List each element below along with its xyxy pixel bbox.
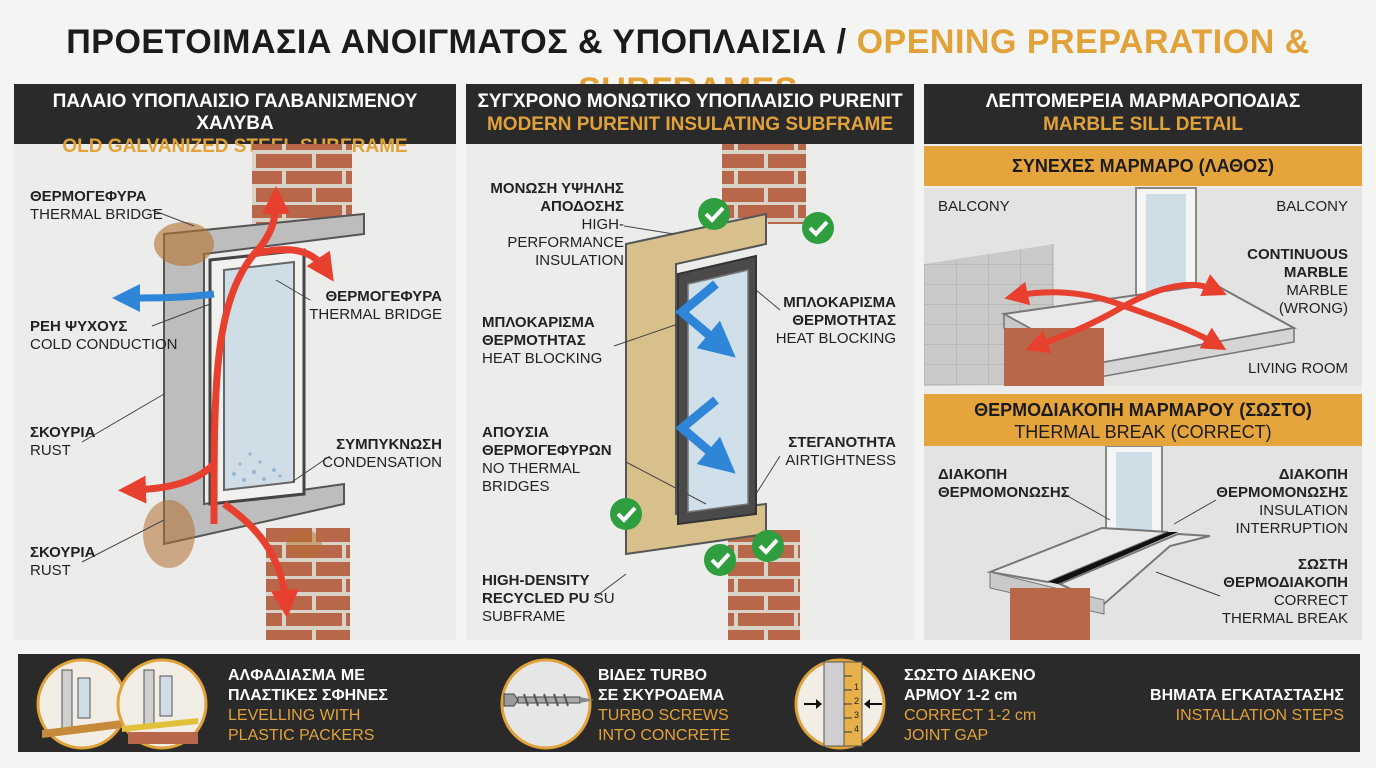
joint-gap-ruler-icon (794, 658, 886, 750)
heat-arrow-down (222, 501, 299, 618)
heat-arrow-left (118, 461, 217, 504)
label-balcony-left: BALCONY (938, 198, 1010, 215)
brick-wall-top (722, 144, 806, 224)
heat-arrow-sill-right (1122, 274, 1227, 309)
rust-stain-top (154, 222, 214, 266)
installation-steps-bar: 1 2 3 4 ΑΛΦΑΔΙΑΣΜΑ ΜΕ ΠΛΑΣΤΙΚΕΣ ΣΦΗΝΕΣ L… (18, 654, 1360, 752)
heat-arrow-up (210, 186, 290, 525)
pu-insulation-subframe (625, 212, 767, 556)
ruler-digits: 1 2 3 4 (854, 682, 860, 734)
title-greek: ΠΡΟΕΤΟΙΜΑΣΙΑ ΑΝΟΙΓΜΑΤΟΣ & ΥΠΟΠΛΑΙΣΙΑ / (66, 23, 847, 61)
marble-sill-illustration (924, 187, 1362, 640)
brick-wall-top (252, 144, 352, 224)
heat-arrow-sill-left (1004, 281, 1126, 309)
heat-blocked-arrow-2 (674, 396, 736, 474)
label-living-room: LIVING ROOM (1247, 360, 1348, 377)
panel1-header-greek: ΠΑΛΑΙΟ ΥΠΟΠΛΑΙΣΙΟ ΓΑΛΒΑΝΙΣΜΕΝΟΥ ΧΑΛΥΒΑ (52, 91, 418, 134)
heat-arrow-sill-down-left (1024, 303, 1126, 354)
panel2-header-english: MODERN PURENIT INSULATING SUBFRAME (486, 114, 894, 135)
heat-arrow-sill-down-right (1123, 303, 1227, 351)
step-turbo-screws: ΒΙΔΕΣ TURBO ΣΕ ΣΚΥΡΟΔΕΜΑ TURBO SCREWS IN… (598, 667, 731, 744)
installation-steps-icons (36, 658, 886, 750)
old-subframe-illustration (81, 144, 365, 640)
panel-marble-sill: ΛΕΠΤΟΜΕΡΕΙΑ ΜΑΡΜΑΡΟΠΟΔΙΑΣ MARBLE SILL DE… (924, 84, 1362, 640)
heat-blocked-arrow-1 (674, 280, 736, 358)
panel2-header: ΣΥΓΧΡΟΝΟ ΜΟΝΩΤΙΚΟ ΥΠΟΠΛΑΙΣΙΟ PURENIT MOD… (466, 84, 914, 144)
turbo-screw-icon (500, 658, 594, 750)
purenit-subframe-illustration (593, 144, 834, 640)
window-glass (687, 269, 749, 513)
panel-old-steel-subframe: ΠΑΛΑΙΟ ΥΠΟΠΛΑΙΣΙΟ ΓΑΛΒΑΝΙΣΜΕΝΟΥ ΧΑΛΥΒΑ O… (14, 84, 456, 640)
panel3-header: ΛΕΠΤΟΜΕΡΕΙΑ ΜΑΡΜΑΡΟΠΟΔΙΑΣ MARBLE SILL DE… (924, 84, 1362, 144)
levelling-icon (36, 658, 208, 750)
label-balcony-right: BALCONY (1276, 198, 1348, 215)
page-title: ΠΡΟΕΤΟΙΜΑΣΙΑ ΑΝΟΙΓΜΑΤΟΣ & ΥΠΟΠΛΑΙΣΙΑ / O… (0, 18, 1376, 114)
step-levelling: ΑΛΦΑΔΙΑΣΜΑ ΜΕ ΠΛΑΣΤΙΚΕΣ ΣΦΗΝΕΣ LEVELLING… (228, 667, 388, 744)
cold-arrow-left (112, 283, 215, 312)
installation-steps-title: ΒΗΜΑΤΑ ΕΓΚΑΤΑΣΤΑΣΗΣ INSTALLATION STEPS (1150, 687, 1344, 724)
rust-stain-bottom (143, 500, 195, 568)
check-icons (610, 198, 834, 576)
panel3-header-greek: ΛΕΠΤΟΜΕΡΕΙΑ ΜΑΡΜΑΡΟΠΟΔΙΑΣ (985, 91, 1301, 112)
wrong-header: ΣΥΝΕΧΕΣ ΜΑΡΜΑΡΟ (ΛΑΘΟΣ) (924, 146, 1362, 186)
panel1-header: ΠΑΛΑΙΟ ΥΠΟΠΛΑΙΣΙΟ ΓΑΛΒΑΝΙΣΜΕΝΟΥ ΧΑΛΥΒΑ O… (14, 84, 456, 157)
correct-header: ΘΕΡΜΟΔΙΑΚΟΠΗ ΜΑΡΜΑΡΟΥ (ΣΩΣΤΟ) THERMAL BR… (924, 394, 1362, 446)
step-joint-gap: ΣΩΣΤΟ ΔΙΑΚΕΝΟ ΑΡΜΟΥ 1-2 cm CORRECT 1-2 c… (904, 667, 1037, 744)
condensation-dots (232, 452, 282, 482)
heat-arrow-right (253, 246, 334, 282)
panel-purenit-subframe: ΣΥΓΧΡΟΝΟ ΜΟΝΩΤΙΚΟ ΥΠΟΠΛΑΙΣΙΟ PURENIT MOD… (466, 84, 914, 640)
brick-under-sill-2 (1010, 588, 1090, 640)
panel3-header-english: MARBLE SILL DETAIL (1043, 114, 1243, 135)
window-glass (223, 260, 295, 492)
panel2-header-greek: ΣΥΓΧΡΟΝΟ ΜΟΝΩΤΙΚΟ ΥΠΟΠΛΑΙΣΙΟ PURENIT (477, 91, 903, 112)
